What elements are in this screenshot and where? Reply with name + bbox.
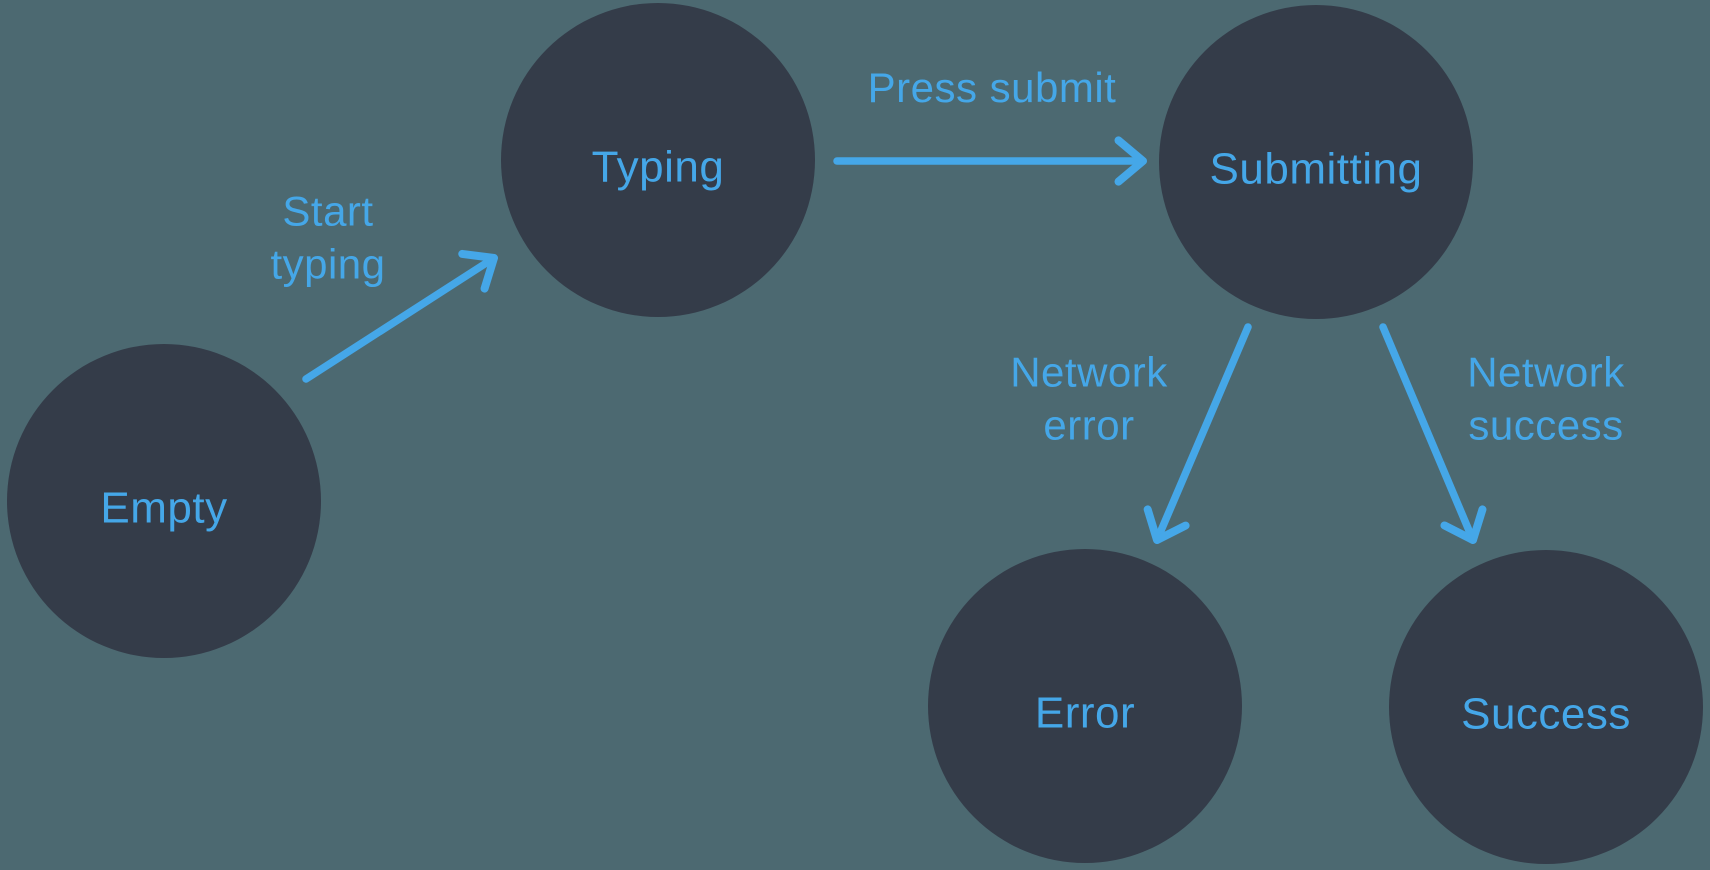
node-empty: Empty: [7, 344, 321, 658]
edge-label-line: success: [1468, 401, 1623, 448]
node-label-success: Success: [1461, 690, 1631, 739]
edge-label-press-submit: Press submit: [868, 64, 1117, 111]
edge-label-network-success: Network success: [1467, 348, 1625, 448]
edge-press-submit: Press submit: [833, 64, 1147, 186]
edge-label-line: Network: [1467, 348, 1625, 395]
edge-label-line: Start: [282, 187, 373, 234]
edge-line: [302, 254, 498, 383]
node-submitting: Submitting: [1159, 5, 1473, 319]
node-label-typing: Typing: [592, 143, 725, 192]
edge-label-network-error: Network error: [1010, 348, 1168, 448]
edge-label-line: typing: [270, 240, 385, 287]
arrowhead-icon: [1143, 505, 1190, 544]
arrowhead-icon: [1440, 505, 1487, 544]
node-typing: Typing: [501, 3, 815, 317]
edge-network-success: Network success: [1379, 323, 1625, 544]
node-label-submitting: Submitting: [1210, 145, 1423, 194]
edge-label-line: error: [1043, 401, 1134, 448]
edge-label-line: Network: [1010, 348, 1168, 395]
edge-start-typing: Start typing: [270, 187, 498, 383]
node-label-empty: Empty: [100, 484, 227, 533]
node-label-error: Error: [1035, 689, 1135, 738]
edge-line: [1379, 323, 1477, 544]
state-circle: [501, 3, 815, 317]
edge-network-error: Network error: [1010, 323, 1252, 544]
state-circle: [1389, 550, 1703, 864]
node-error: Error: [928, 549, 1242, 863]
state-circle: [928, 549, 1242, 863]
node-success: Success: [1389, 550, 1703, 864]
state-circle: [7, 344, 321, 658]
state-circle: [1159, 5, 1473, 319]
edge-label-line: Press submit: [868, 64, 1117, 111]
arrowhead-icon: [458, 249, 498, 293]
edge-line: [1153, 323, 1252, 544]
edge-label-start-typing: Start typing: [270, 187, 385, 287]
arrowhead-icon: [1114, 136, 1147, 186]
